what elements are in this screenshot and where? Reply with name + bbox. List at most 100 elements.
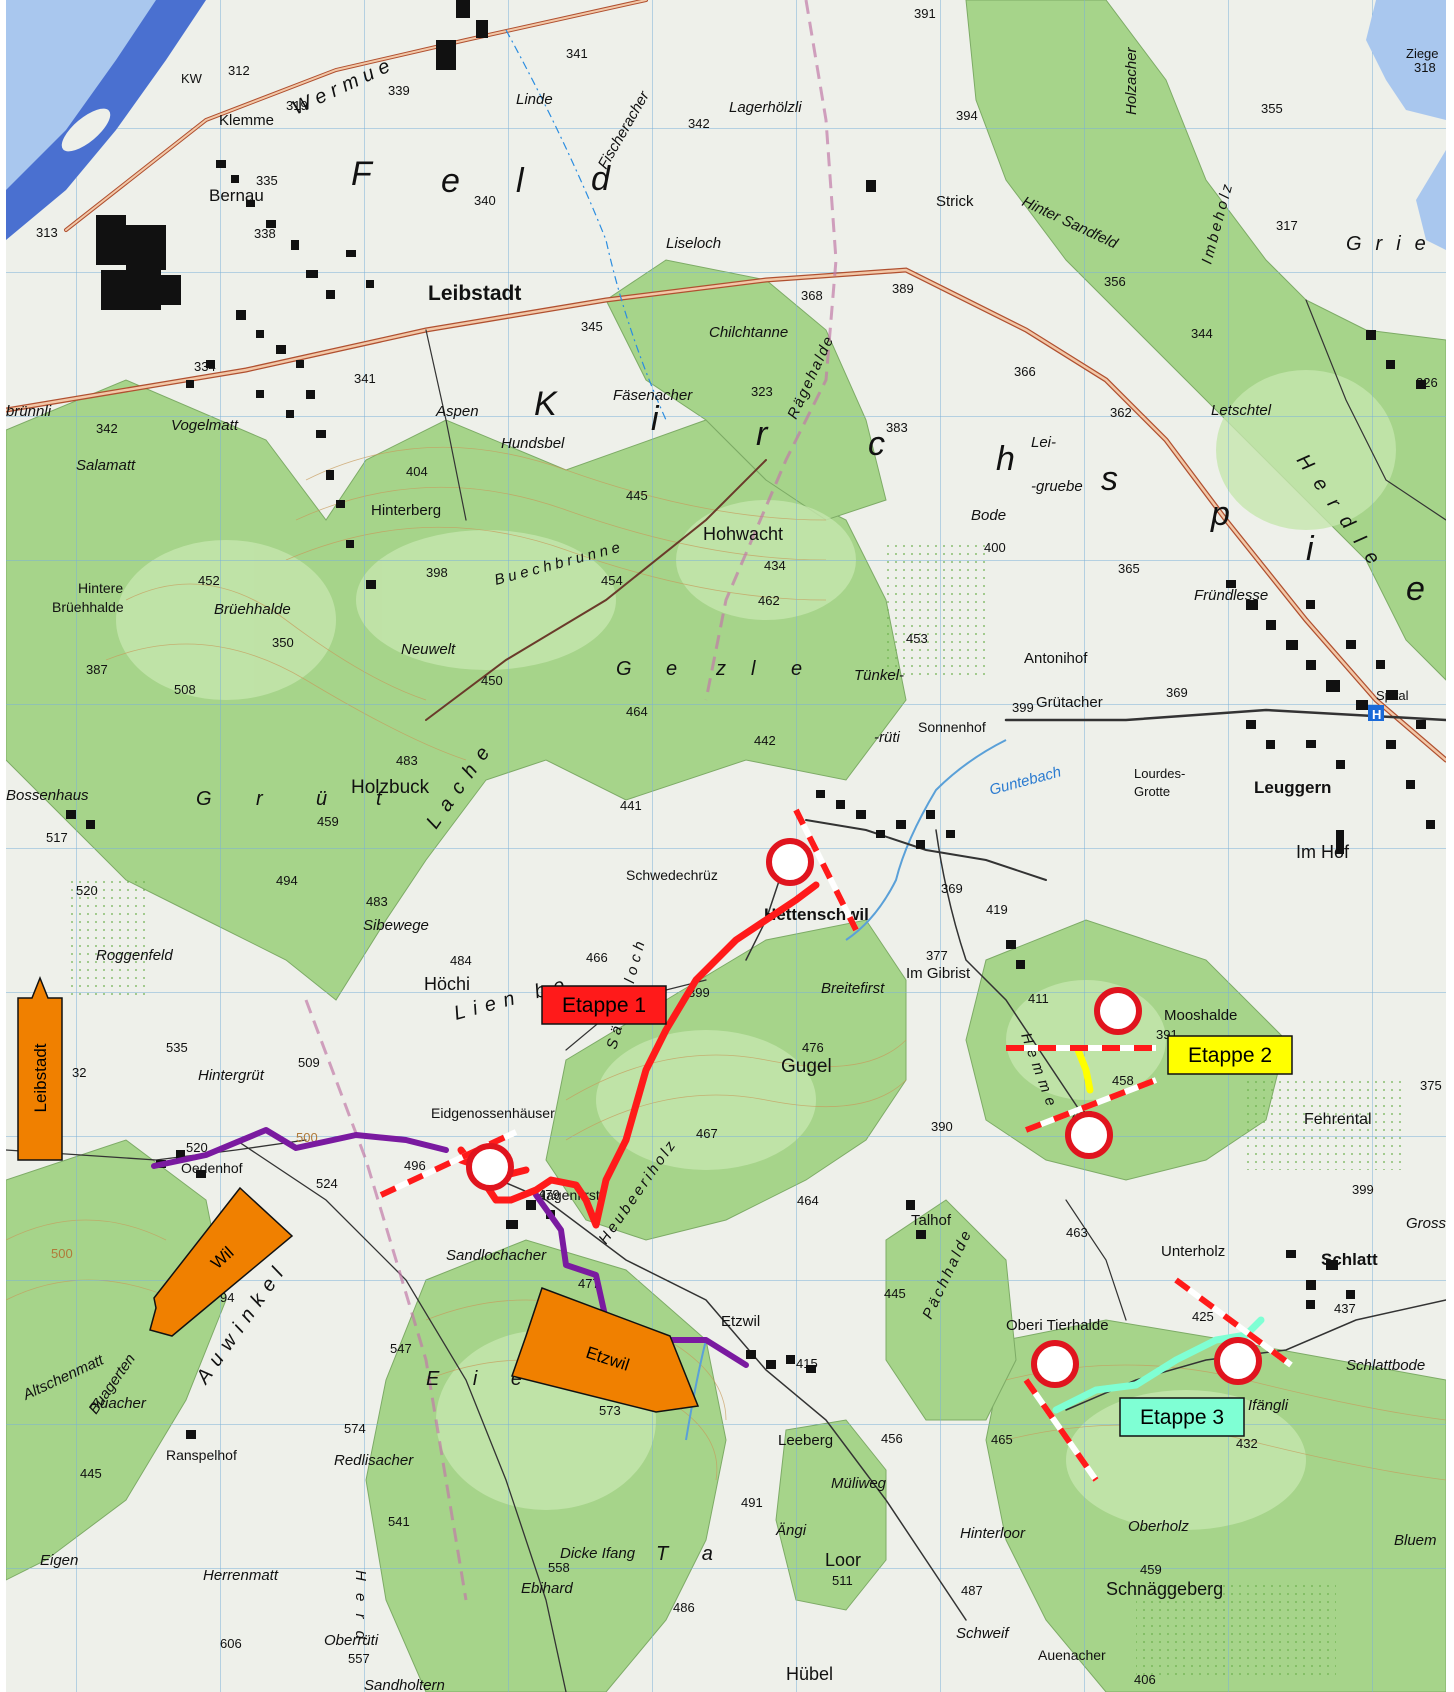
elevation-label: 476	[802, 1040, 824, 1055]
elevation-label: 445	[626, 488, 648, 503]
elevation-label: 318	[1414, 60, 1436, 75]
canton-border	[304, 0, 838, 1601]
svg-text:Etappe 1: Etappe 1	[562, 994, 646, 1017]
svg-text:Sibewege: Sibewege	[363, 917, 429, 934]
svg-text:i: i	[651, 400, 661, 438]
svg-text:Leibstadt: Leibstadt	[428, 282, 521, 305]
svg-text:Lagerhölzli: Lagerhölzli	[729, 99, 802, 116]
svg-text:H: H	[1372, 707, 1381, 722]
svg-text:Ranspelhof: Ranspelhof	[166, 1447, 237, 1463]
elevation-label: 441	[620, 798, 642, 813]
elevation-label: 445	[80, 1466, 102, 1481]
svg-text:Redlisacher: Redlisacher	[334, 1452, 414, 1469]
elevation-label: 606	[220, 1636, 242, 1651]
elevation-label: 406	[1134, 1672, 1156, 1687]
elevation-label: 574	[344, 1421, 366, 1436]
elevation-label: 342	[688, 116, 710, 131]
elevation-label: 342	[96, 421, 118, 436]
elevation-label: 404	[406, 464, 428, 479]
elevation-label: 411	[1028, 991, 1049, 1006]
topographic-map[interactable]: H F e l d K i r c h s p i e G r ü t G e …	[6, 0, 1446, 1692]
svg-text:Letschtel: Letschtel	[1211, 402, 1272, 419]
svg-text:Neuwelt: Neuwelt	[401, 641, 456, 658]
etzwil-creek	[685, 1339, 707, 1441]
svg-text:-gruebe: -gruebe	[1031, 478, 1083, 495]
elevation-label: 479	[538, 1187, 560, 1202]
elevation-label: 334	[194, 359, 216, 374]
rhine-river	[6, 0, 1446, 250]
no-entry-sign	[1065, 1111, 1113, 1159]
elevation-label: 486	[673, 1600, 695, 1615]
svg-text:Spital: Spital	[1376, 688, 1409, 703]
svg-text:Klemme: Klemme	[219, 112, 274, 129]
elevation-label: 387	[86, 662, 108, 677]
stage-3-label: Etappe 3	[1119, 1397, 1245, 1437]
guntebach-creek	[845, 739, 1007, 941]
svg-text:Höchi: Höchi	[424, 974, 470, 994]
svg-text:Strick: Strick	[936, 193, 974, 210]
elevation-label: 375	[1420, 1078, 1442, 1093]
elevation-label: 389	[892, 281, 914, 296]
elevation-label: 454	[601, 573, 623, 588]
svg-text:Talhof: Talhof	[911, 1212, 952, 1229]
elevation-label: 400	[984, 540, 1006, 555]
elevation-label: 464	[797, 1193, 819, 1208]
svg-text:Lourdes-: Lourdes-	[1134, 766, 1185, 781]
elevation-label: 391	[914, 6, 936, 21]
no-entry-sign	[766, 838, 814, 886]
svg-text:Schwedechrüz: Schwedechrüz	[626, 867, 718, 883]
svg-text:Liseloch: Liseloch	[666, 235, 721, 252]
elevation-label: 356	[1104, 274, 1126, 289]
elevation-label: 557	[348, 1651, 370, 1666]
svg-text:Oberi Tierhalde: Oberi Tierhalde	[1006, 1317, 1109, 1334]
svg-text:Schweif: Schweif	[956, 1625, 1010, 1642]
svg-text:Fründlesse: Fründlesse	[1194, 587, 1268, 604]
svg-text:ü: ü	[316, 788, 327, 810]
svg-text:Herrenmatt: Herrenmatt	[203, 1567, 279, 1584]
svg-text:Salamatt: Salamatt	[76, 457, 136, 474]
elevation-label: 484	[450, 953, 472, 968]
elevation-label: 520	[76, 883, 98, 898]
direction-arrow-leibstadt: Leibstadt	[17, 975, 63, 1161]
route-detour-purple	[151, 1127, 749, 1368]
svg-text:Leeberg: Leeberg	[778, 1432, 833, 1449]
svg-text:F: F	[351, 155, 374, 193]
elevation-label: 415	[796, 1356, 818, 1371]
svg-text:Ziege: Ziege	[1406, 46, 1439, 61]
svg-text:Fehrental: Fehrental	[1304, 1111, 1372, 1128]
elevation-label: 463	[1066, 1225, 1088, 1240]
svg-text:KW: KW	[181, 71, 203, 86]
elevation-label: 541	[388, 1514, 410, 1529]
direction-arrow-etzwil: Etzwil	[511, 1287, 700, 1413]
svg-text:Hinterloor: Hinterloor	[960, 1525, 1026, 1542]
elevation-label: 368	[801, 288, 823, 303]
svg-text:Oedenhof: Oedenhof	[181, 1160, 243, 1176]
svg-text:Im Gibrist: Im Gibrist	[906, 965, 971, 982]
elevation-label: 419	[986, 902, 1008, 917]
elevation-label: 500	[51, 1246, 73, 1261]
elevation-label: 547	[390, 1341, 412, 1356]
svg-text:Mooshalde: Mooshalde	[1164, 1007, 1237, 1024]
svg-text:Schlatt: Schlatt	[1321, 1250, 1378, 1269]
elevation-label: 341	[354, 371, 376, 386]
svg-text:Bernau: Bernau	[209, 186, 264, 205]
svg-text:Bluem: Bluem	[1394, 1532, 1437, 1549]
svg-text:Hübel: Hübel	[786, 1664, 833, 1684]
elevation-label: 509	[298, 1055, 320, 1070]
svg-text:Grotte: Grotte	[1134, 784, 1170, 799]
svg-text:Unterholz: Unterholz	[1161, 1243, 1225, 1260]
svg-text:Sandholtern: Sandholtern	[364, 1677, 445, 1692]
svg-text:Vogelmatt: Vogelmatt	[171, 417, 239, 434]
svg-text:l: l	[751, 658, 756, 680]
no-entry-signs	[466, 838, 1262, 1388]
svg-text:brünnli: brünnli	[6, 403, 52, 420]
svg-text:Schlattbode: Schlattbode	[1346, 1357, 1425, 1374]
elevation-label: 369	[941, 881, 963, 896]
svg-text:Ebihard: Ebihard	[521, 1580, 573, 1597]
svg-text:Hintergrüt: Hintergrüt	[198, 1067, 265, 1084]
svg-text:H e r d: H e r d	[352, 1570, 369, 1643]
elevation-label: 487	[961, 1583, 983, 1598]
svg-text:G: G	[196, 788, 212, 810]
svg-text:e: e	[791, 658, 802, 680]
